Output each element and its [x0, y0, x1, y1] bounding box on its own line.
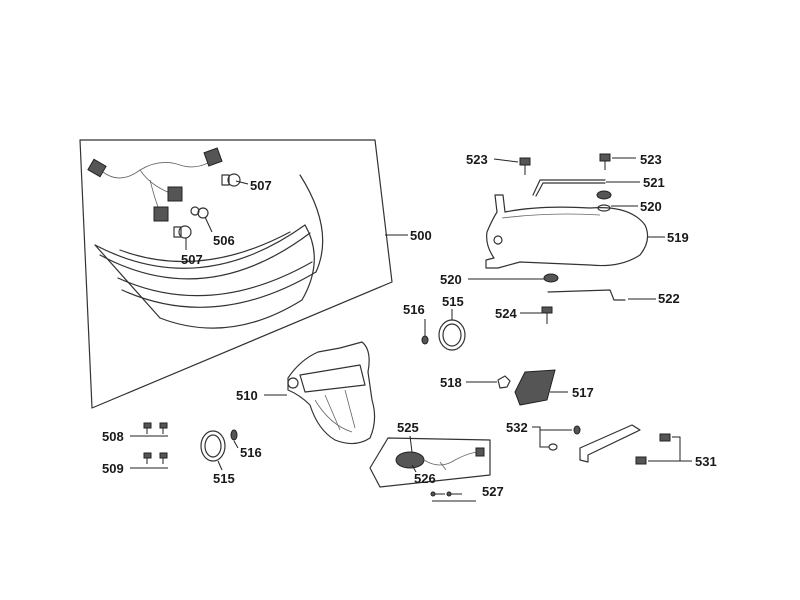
- callout-515-upper: 515: [442, 294, 464, 309]
- reflector-515-upper-icon: [438, 319, 466, 351]
- callout-520-upper: 520: [640, 199, 662, 214]
- callout-525: 525: [397, 420, 419, 435]
- callout-516-lower: 516: [240, 445, 262, 460]
- bulb-506-icon: [190, 206, 209, 219]
- washer-520-upper-icon: [596, 190, 612, 212]
- rod-521: [532, 179, 606, 197]
- callout-507-upper: 507: [250, 178, 272, 193]
- callout-507-lower: 507: [181, 252, 203, 267]
- callout-510: 510: [236, 388, 258, 403]
- screws-509-icon: [143, 452, 168, 464]
- callout-523-left: 523: [466, 152, 488, 167]
- screws-508-icon: [143, 422, 168, 434]
- bolt-523-right-icon: [599, 153, 611, 170]
- callout-531: 531: [695, 454, 717, 469]
- plate-517-icon: [514, 369, 556, 406]
- callout-521: 521: [643, 175, 665, 190]
- callout-523-right: 523: [640, 152, 662, 167]
- callout-520-lower: 520: [440, 272, 462, 287]
- bulb-507-lower-icon: [173, 225, 192, 239]
- callout-506: 506: [213, 233, 235, 248]
- callout-515-lower: 515: [213, 471, 235, 486]
- callout-517: 517: [572, 385, 594, 400]
- callout-500: 500: [410, 228, 432, 243]
- rear-cover-panel-500: [79, 139, 393, 409]
- callout-519: 519: [667, 230, 689, 245]
- bulb-507-upper-icon: [221, 173, 241, 187]
- callout-labels: 507 506 507 500 523 523 521 520 519 520 …: [102, 152, 717, 499]
- callout-527: 527: [482, 484, 504, 499]
- housing-519: [485, 194, 649, 269]
- callout-532: 532: [506, 420, 528, 435]
- callout-518: 518: [440, 375, 462, 390]
- washer-520-lower-icon: [543, 273, 559, 283]
- license-light-525: [369, 437, 491, 488]
- callout-524: 524: [495, 306, 517, 321]
- rear-fender-510: [287, 341, 376, 445]
- callout-516-upper: 516: [403, 302, 425, 317]
- callout-522: 522: [658, 291, 680, 306]
- grommet-516-lower-icon: [230, 429, 238, 441]
- wiring-harness: [87, 147, 223, 222]
- nut-518-icon: [497, 375, 511, 389]
- screws-527-icon: [430, 491, 462, 497]
- grommet-516-upper-icon: [421, 335, 429, 345]
- bracket-531-532: [548, 424, 671, 465]
- callout-508: 508: [102, 429, 124, 444]
- bolt-523-left-icon: [519, 157, 531, 175]
- callout-509: 509: [102, 461, 124, 476]
- bracket-522: [547, 289, 626, 301]
- screw-524-icon: [541, 306, 553, 324]
- leader-lines: [130, 157, 692, 502]
- reflector-515-lower-icon: [200, 430, 226, 462]
- callout-526: 526: [414, 471, 436, 486]
